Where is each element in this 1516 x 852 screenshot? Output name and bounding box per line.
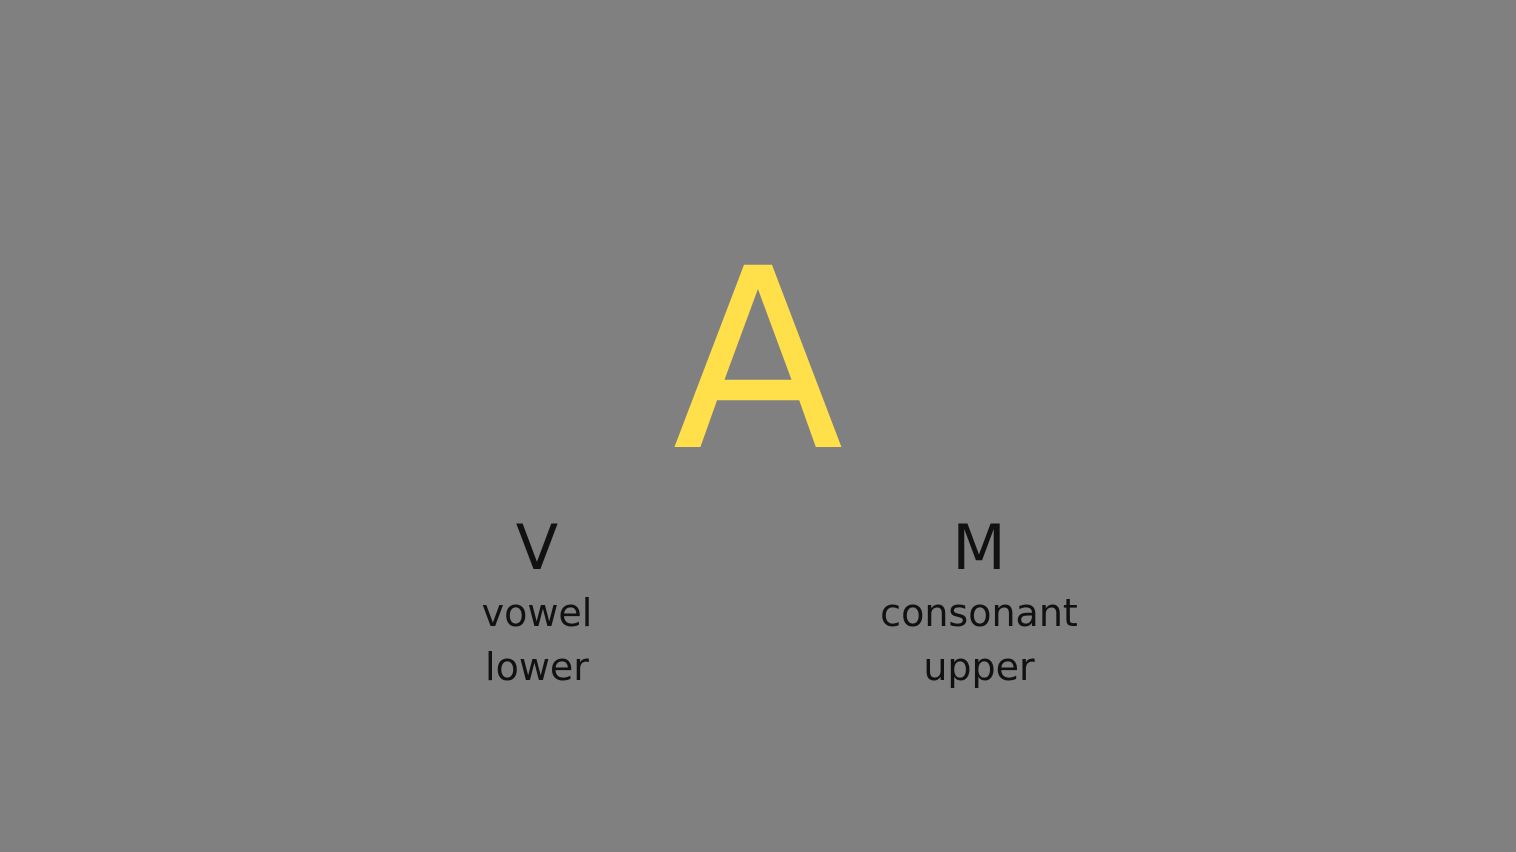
target-letter: A	[672, 215, 844, 506]
left-option-category: vowel	[481, 591, 593, 635]
left-option-case: lower	[485, 645, 589, 689]
right-option-case: upper	[923, 645, 1035, 689]
left-option-letter: V	[515, 511, 559, 584]
right-response-option[interactable]: M consonant upper	[859, 510, 1099, 694]
right-option-letter: M	[952, 511, 1006, 584]
left-response-option[interactable]: V vowel lower	[417, 510, 657, 694]
right-option-category: consonant	[880, 591, 1078, 635]
